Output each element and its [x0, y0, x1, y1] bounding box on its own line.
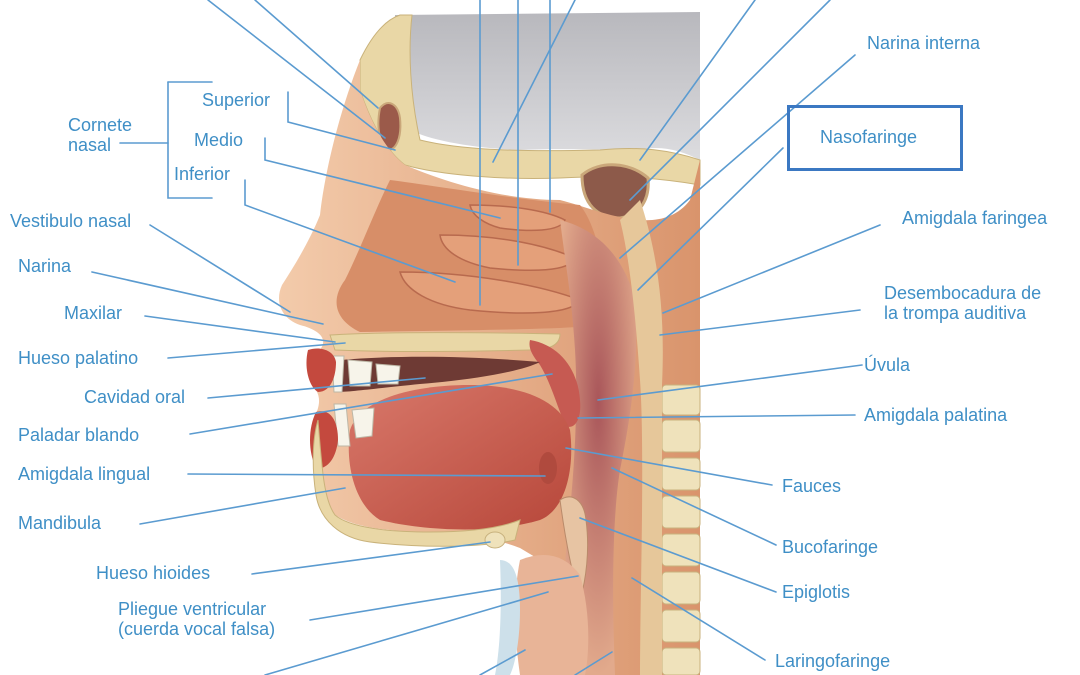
hyoid	[485, 532, 505, 548]
label-cornete-nasal: Cornete nasal	[68, 115, 132, 155]
label-cavidad-oral: Cavidad oral	[84, 387, 185, 407]
lingual-tonsil	[539, 452, 557, 484]
larynx-cartilage	[495, 560, 520, 675]
label-epiglotis: Epiglotis	[782, 582, 850, 602]
label-amigdala-lingual: Amigdala lingual	[18, 464, 150, 484]
label-bucofaringe: Bucofaringe	[782, 537, 878, 557]
label-superior: Superior	[202, 90, 270, 110]
hard-palate	[330, 333, 560, 352]
label-pliegue-ventricular: Pliegue ventricular (cuerda vocal falsa)	[118, 599, 275, 639]
label-hueso-palatino: Hueso palatino	[18, 348, 138, 368]
label-amigdala-faringea: Amigdala faringea	[902, 208, 1047, 228]
label-paladar-blando: Paladar blando	[18, 425, 139, 445]
label-desembocadura-trompa-auditiva: Desembocadura de la trompa auditiva	[884, 283, 1041, 323]
label-narina-interna: Narina interna	[867, 33, 980, 53]
label-inferior: Inferior	[174, 164, 230, 184]
label-amigdala-palatina: Amigdala palatina	[864, 405, 1007, 425]
label-hueso-hioides: Hueso hioides	[96, 563, 210, 583]
label-mandibula: Mandibula	[18, 513, 101, 533]
tongue	[349, 385, 572, 529]
label-vestibulo-nasal: Vestibulo nasal	[10, 211, 131, 231]
larynx	[515, 555, 588, 675]
label-fauces: Fauces	[782, 476, 841, 496]
label-nasofaringe: Nasofaringe	[820, 127, 917, 147]
label-medio: Medio	[194, 130, 243, 150]
label-maxilar: Maxilar	[64, 303, 122, 323]
label-uvula: Úvula	[864, 355, 910, 375]
label-laringofaringe: Laringofaringe	[775, 651, 890, 671]
cranial-cavity	[395, 12, 700, 160]
label-narina: Narina	[18, 256, 71, 276]
